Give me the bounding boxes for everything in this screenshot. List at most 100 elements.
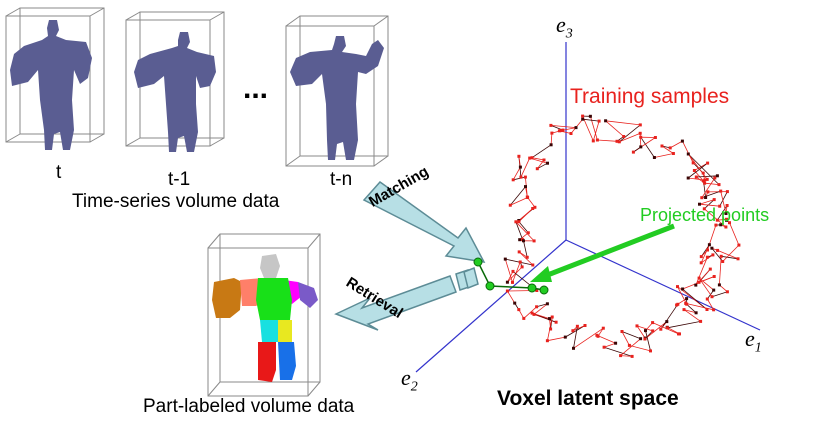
training-curve-segment [510,198,527,206]
training-sample-point [589,115,592,118]
training-sample-point [519,176,522,179]
training-sample-point [631,355,634,358]
training-sample-point [694,284,697,287]
training-sample-point [628,344,631,347]
training-sample-point [522,317,525,320]
training-curve-segment [551,133,552,145]
training-sample-point [604,119,607,122]
training-sample-point [676,285,679,288]
training-curve [504,115,741,358]
ellipsis: ... [243,74,268,104]
training-sample-point [506,290,509,293]
training-sample-point [513,302,516,305]
axis-label-e2: e2 [401,367,418,394]
axis-label-e3: e3 [556,14,573,41]
training-sample-point [653,156,656,159]
training-curve-segment [537,163,547,169]
training-sample-point [535,305,538,308]
training-sample-point [622,135,625,138]
training-sample-point [666,326,669,329]
training-sample-point [675,304,678,307]
training-sample-point [684,302,687,305]
training-sample-point [716,174,719,177]
training-sample-point [561,129,564,132]
training-sample-point [651,321,654,324]
training-curve-segment [654,154,673,158]
training-sample-point [531,264,534,267]
training-sample-point [636,324,639,327]
training-sample-point [639,132,642,135]
training-sample-point [571,329,574,332]
training-curve-segment [510,187,525,206]
training-curve-segment [670,141,682,148]
frame-t [6,8,104,150]
training-sample-point [695,176,698,179]
training-sample-point [706,178,709,181]
part-head [260,254,280,278]
training-sample-point [695,311,698,314]
projected-point [486,282,494,290]
training-sample-point [546,339,549,342]
training-sample-point [581,115,584,118]
training-sample-point [531,312,534,315]
training-curve-segment [641,137,655,157]
training-sample-point [517,155,520,158]
training-sample-point [519,261,522,264]
training-sample-point [524,185,527,188]
training-sample-point [726,290,729,293]
training-sample-point [614,342,617,345]
training-sample-point [706,308,709,311]
training-sample-point [564,336,567,339]
training-sample-point [511,281,514,284]
projected-point [528,284,536,292]
training-sample-point [546,302,549,305]
projected-pointer-line [545,226,674,276]
training-sample-point [644,329,647,332]
training-curve-segment [606,121,641,125]
part-waist-right [278,320,292,342]
training-curve-segment [712,292,727,297]
training-sample-point [524,176,527,179]
time-series-label: Time-series volume data [72,192,279,211]
training-curve-segment [597,335,616,343]
training-sample-point [616,140,619,143]
training-sample-point [632,151,635,154]
training-sample-point [698,281,701,284]
training-curve-segment [629,345,650,351]
training-curve-segment [682,141,693,163]
projected-point [540,286,548,294]
training-sample-point [661,145,664,148]
training-curve-segment [653,323,679,334]
training-sample-point [678,332,681,335]
training-sample-point [639,136,642,139]
training-sample-point [592,139,595,142]
training-sample-point [550,143,553,146]
training-sample-point [570,132,573,135]
body-parts [212,254,318,382]
axis-subscript: 1 [755,340,762,355]
training-sample-point [639,337,642,340]
training-sample-point [712,289,715,292]
training-sample-point [551,316,554,319]
training-sample-point [698,277,701,280]
axis-base: e [401,365,411,390]
training-curve-segment [604,343,616,347]
training-sample-point [711,253,714,256]
training-curve-segment [640,133,641,147]
training-sample-point [702,172,705,175]
axis-base: e [745,326,755,351]
training-curve-segment [622,332,641,339]
training-sample-point [712,308,715,311]
training-sample-point [572,347,575,350]
training-sample-point [672,152,675,155]
training-sample-point [681,288,684,291]
part-labeled-volume [208,234,320,396]
training-sample-point [526,196,529,199]
human-silhouette [134,32,216,152]
training-sample-point [718,183,721,186]
training-sample-point [517,220,520,223]
part-right-sleeve [298,282,318,308]
training-curve-segment [524,307,537,319]
training-sample-point [576,325,579,328]
